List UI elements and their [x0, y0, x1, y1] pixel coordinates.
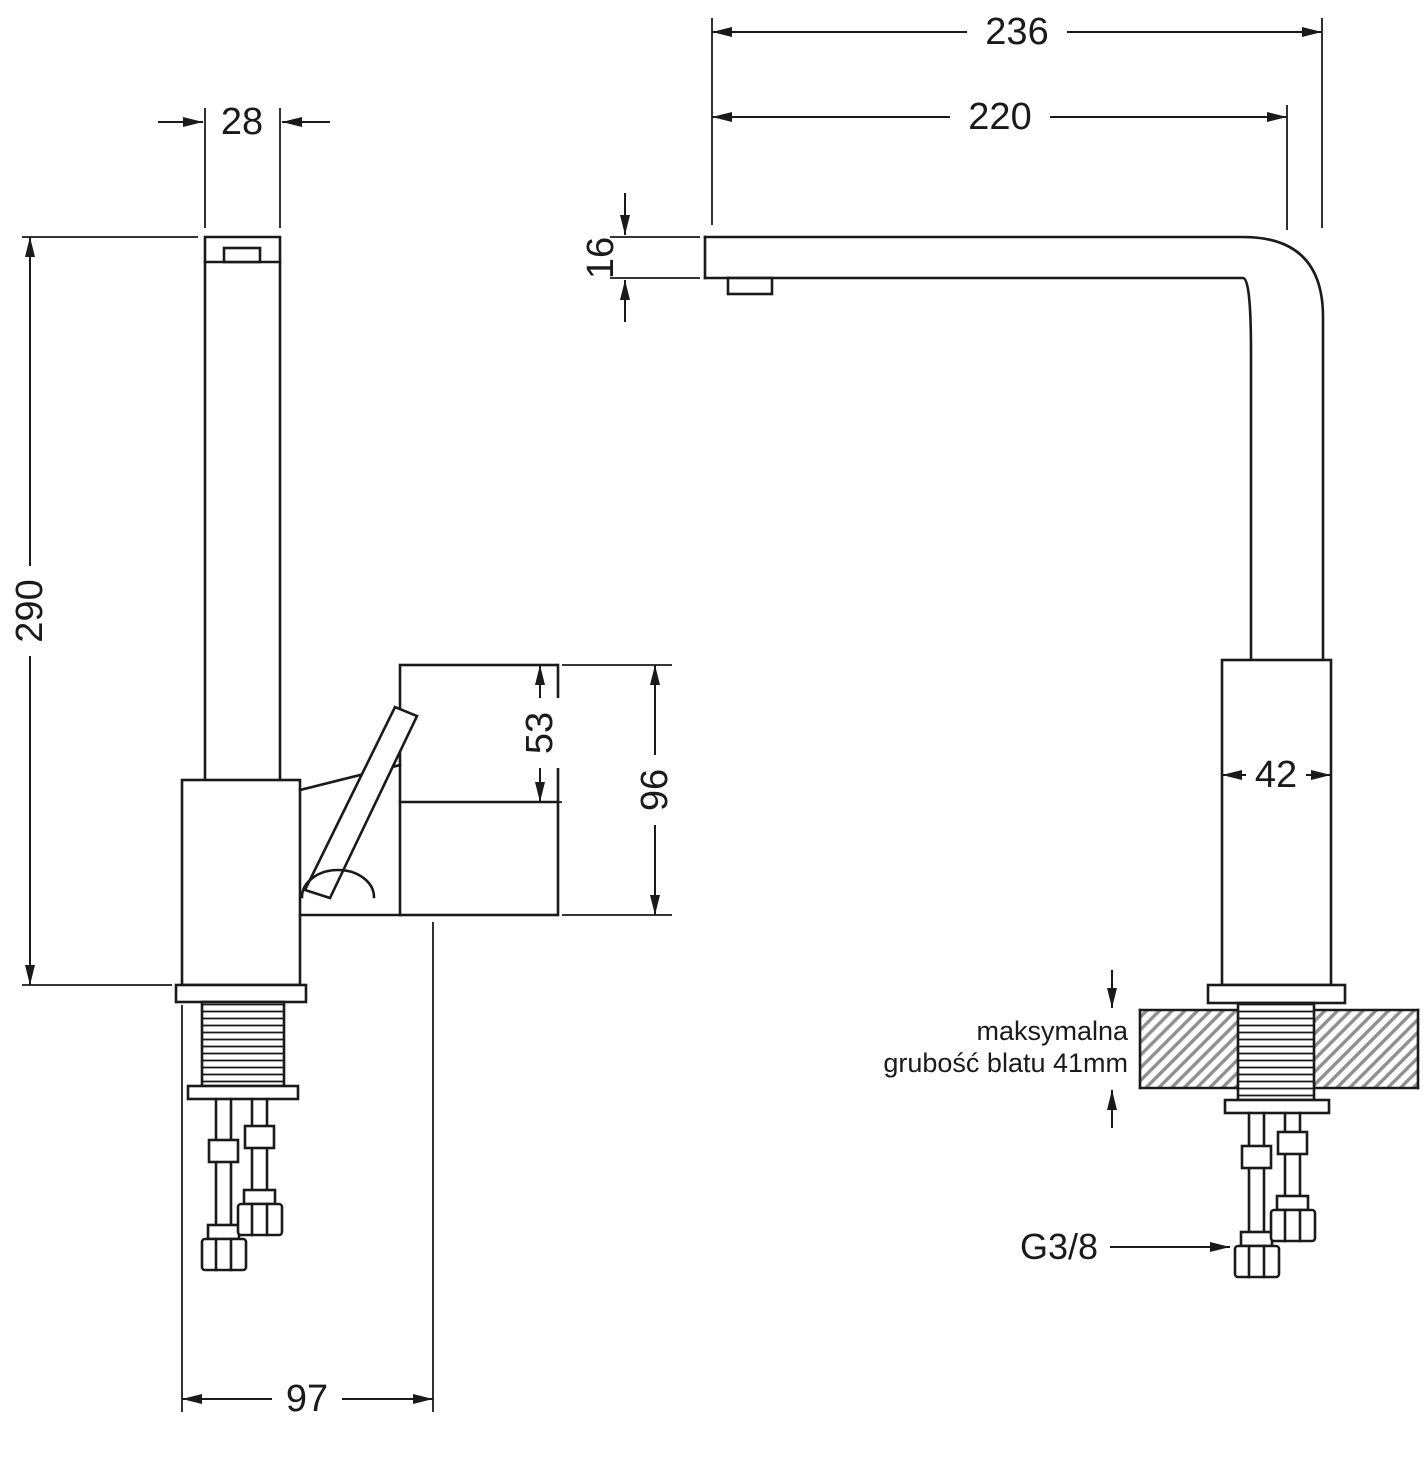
dim-96-text: 96	[634, 769, 676, 811]
faucet-body-front	[1220, 658, 1333, 987]
faucet-body-side	[180, 778, 302, 987]
dim-220: 220	[712, 96, 1288, 230]
countertop-hatch-right	[1314, 1010, 1418, 1088]
dim-236: 236	[711, 11, 1323, 228]
lock-nut	[186, 1084, 300, 1101]
aerator-detail	[222, 246, 262, 264]
supply-stud	[1269, 1111, 1317, 1243]
stud-collar	[1240, 1144, 1273, 1170]
mounting-nut	[1269, 1208, 1317, 1243]
threaded-shank	[1236, 1001, 1316, 1102]
lever-arm	[303, 705, 419, 900]
spout-inner-line	[703, 276, 1253, 662]
countertop-note-line1: maksymalna	[976, 1016, 1129, 1046]
supply-stud	[1233, 1111, 1281, 1279]
dim-97: 97	[181, 922, 434, 1420]
stud-collar	[243, 1124, 276, 1150]
right-view: 236 220 16 42 maksy	[580, 11, 1420, 1279]
mounting-nut	[200, 1237, 248, 1272]
dim-28: 28	[158, 101, 330, 228]
countertop-hatch-left	[1140, 1010, 1238, 1088]
countertop-note-line2: grubość blatu 41mm	[883, 1048, 1128, 1078]
cartridge-dome	[300, 868, 376, 899]
dim-290-text: 290	[9, 579, 51, 642]
aerator	[726, 276, 774, 296]
dim-42-text: 42	[1255, 754, 1297, 796]
mounting-nut	[1233, 1244, 1281, 1279]
dim-42: 42	[1222, 754, 1331, 796]
countertop	[1138, 1008, 1420, 1090]
mounting-flange	[1206, 983, 1347, 1005]
dim-290: 290	[9, 236, 198, 986]
dim-236-text: 236	[985, 11, 1048, 53]
mounting-nut	[236, 1202, 284, 1237]
left-view: 28 290 53	[9, 101, 676, 1420]
countertop-thickness-callout: maksymalna grubość blatu 41mm	[883, 970, 1129, 1128]
dim-53: 53	[505, 665, 562, 803]
thread-size-label: G3/8	[1020, 1226, 1098, 1267]
supply-stud	[200, 1097, 248, 1272]
supply-stud	[236, 1097, 284, 1237]
thread-size-callout: G3/8	[1020, 1226, 1230, 1267]
dim-16-text: 16	[580, 237, 622, 279]
dim-28-text: 28	[221, 101, 263, 143]
nut-neck	[242, 1188, 277, 1206]
dim-220-text: 220	[968, 96, 1031, 138]
mounting-stack-left	[174, 983, 308, 1272]
stud-collar	[1276, 1130, 1309, 1156]
nut-neck	[1239, 1230, 1274, 1248]
spout-side	[203, 235, 282, 782]
dim-53-text: 53	[519, 712, 561, 754]
nut-neck	[1275, 1194, 1310, 1212]
dim-16: 16	[580, 193, 700, 322]
dim-97-text: 97	[286, 1378, 328, 1420]
nut-neck	[206, 1223, 241, 1241]
spout-front	[703, 235, 1325, 662]
spout-outer-line	[703, 235, 1325, 662]
stud-collar	[207, 1138, 240, 1164]
lock-nut	[1223, 1098, 1331, 1115]
dim-96: 96	[562, 664, 676, 916]
spout-outline	[203, 235, 282, 782]
threaded-shank	[200, 1000, 286, 1088]
mounting-flange	[174, 983, 308, 1004]
